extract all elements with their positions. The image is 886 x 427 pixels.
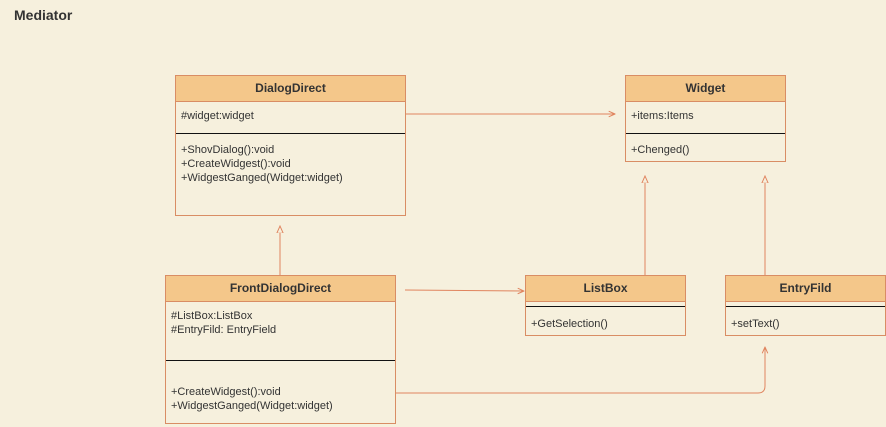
class-front-dialog-direct[interactable]: FrontDialogDirect #ListBox:ListBox #Entr… — [165, 275, 396, 424]
class-widget[interactable]: Widget +items:Items +Chenged() — [625, 75, 786, 162]
divider — [526, 306, 685, 307]
operation: +Chenged() — [631, 144, 690, 156]
class-dialog-direct[interactable]: DialogDirect #widget:widget +ShovDialog(… — [175, 75, 406, 216]
association-frontdialog-listbox — [404, 290, 524, 291]
divider — [726, 306, 885, 307]
class-name: DialogDirect — [176, 76, 405, 102]
operation: +WidgestGanged(Widget:widget) — [171, 400, 333, 412]
attributes-section: #ListBox:ListBox #EntryFild: EntryField — [166, 302, 395, 360]
operations-section: +setText() — [726, 307, 885, 331]
operations-section: +GetSelection() — [526, 307, 685, 331]
divider — [626, 133, 785, 134]
attribute: +items:Items — [631, 110, 694, 122]
class-list-box[interactable]: ListBox +GetSelection() — [525, 275, 686, 336]
attribute: #widget:widget — [181, 110, 254, 122]
divider — [166, 360, 395, 361]
attribute: #EntryFild: EntryField — [171, 324, 277, 336]
operation: +CreateWidgest():void — [171, 386, 281, 398]
attribute: #ListBox:ListBox — [171, 310, 253, 322]
class-name: FrontDialogDirect — [166, 276, 395, 302]
operations-section: +ShovDialog():void +CreateWidgest():void… — [176, 134, 405, 185]
class-name: EntryFild — [726, 276, 885, 302]
diagram-title: Mediator — [14, 7, 73, 23]
operation: +CreateWidgest():void — [181, 158, 291, 170]
class-name: ListBox — [526, 276, 685, 302]
attributes-section: #widget:widget — [176, 102, 405, 133]
operation: +setText() — [731, 318, 780, 330]
class-entry-fild[interactable]: EntryFild +setText() — [725, 275, 886, 336]
operation: +ShovDialog():void — [181, 144, 275, 156]
operation: +GetSelection() — [531, 318, 608, 330]
operations-section: +Chenged() — [626, 134, 785, 157]
divider — [176, 133, 405, 134]
class-name: Widget — [626, 76, 785, 102]
association-frontdialog-entryfild — [396, 347, 765, 394]
attributes-section: +items:Items — [626, 102, 785, 133]
operations-section: +CreateWidgest():void +WidgestGanged(Wid… — [166, 361, 395, 413]
operation: +WidgestGanged(Widget:widget) — [181, 172, 343, 184]
